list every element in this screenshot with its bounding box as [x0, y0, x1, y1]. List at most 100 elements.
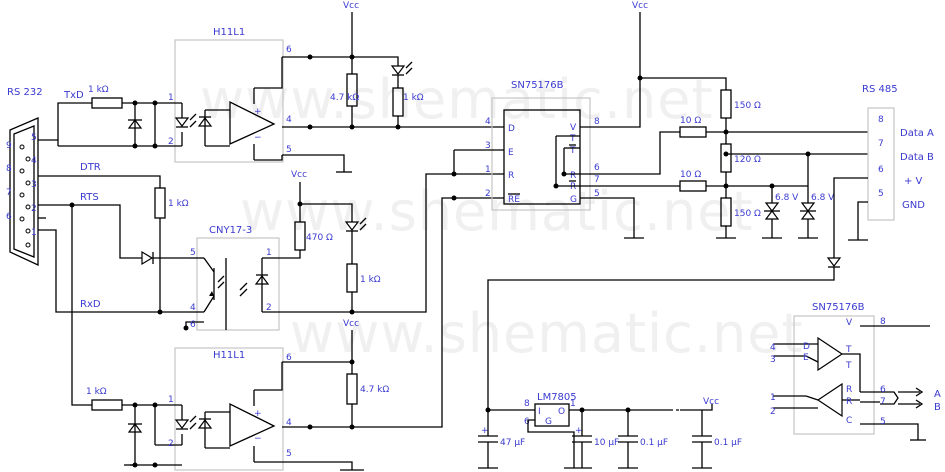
r-10-top-label: 10 Ω	[680, 116, 701, 126]
r-150-bot-label: 150 Ω	[734, 209, 761, 219]
r-1k-rxd-label: 1 kΩ	[86, 387, 107, 397]
h11l1-bot-pin6: 6	[286, 353, 292, 363]
sn-in-T: T	[569, 134, 576, 144]
small-pin8: 8	[880, 317, 886, 327]
bus-b-label: B	[934, 402, 941, 413]
h11l1-top-pin5: 5	[286, 145, 292, 155]
cny-pin6: 6	[190, 320, 196, 330]
lm-num-6: 6	[524, 417, 530, 427]
db9-pin-4: 4	[31, 156, 37, 166]
lm-pin-i: I	[538, 407, 541, 417]
db9-pin-5: 5	[31, 133, 37, 143]
bus-a-label: A	[934, 389, 941, 400]
sn-pin6: 6	[594, 163, 600, 173]
cap-10u-plus: +	[575, 426, 583, 436]
small-pin1: 1	[770, 393, 776, 403]
rs485-termination: 150 Ω 120 Ω 150 Ω 10 Ω 10 Ω 6.8 V 6.8 V	[640, 77, 868, 239]
lm-num-1: 1	[570, 399, 576, 409]
small-in-D: D	[803, 342, 810, 352]
r-150-top-label: 150 Ω	[734, 101, 761, 111]
vcc-label-1: Vcc	[343, 1, 359, 11]
top-output-section: Vcc 4.7 kΩ 1 kΩ	[282, 1, 498, 173]
rs485-data-a: Data A	[900, 128, 934, 139]
rs485-pin5: 5	[878, 189, 884, 199]
db9-pin-7: 7	[6, 188, 12, 198]
r-1k-led-label: 1 kΩ	[403, 93, 424, 103]
lm-pin-o: O	[558, 407, 565, 417]
gate-minus-top: −	[254, 133, 262, 143]
r-470-label: 470 Ω	[306, 233, 333, 243]
cap-47u-label: 47 µF	[500, 438, 525, 448]
sn-in-Tbar: T	[569, 146, 576, 156]
lm-pin-g: G	[545, 417, 552, 427]
r-4k7-bot-label: 4.7 kΩ	[360, 385, 389, 395]
sn-in-R2: R	[570, 171, 576, 181]
cap-10u-label: 10 µF	[594, 438, 619, 448]
db9-connector: RS 232 5 9 4 8 3 7 2 6 1	[6, 87, 43, 267]
sn-in-G: G	[570, 195, 577, 205]
sn-in-D: D	[508, 124, 515, 134]
rs485-pin6: 6	[878, 165, 884, 175]
watermark-1: www.shematic.net	[200, 68, 714, 131]
sn-in-E: E	[508, 148, 514, 158]
db9-pin-6: 6	[6, 212, 12, 222]
rs485-plus-v: + V	[904, 176, 923, 187]
small-in-T: T	[845, 345, 852, 355]
h11l1-top-pin2: 2	[168, 137, 174, 147]
rs485-gnd: GND	[902, 200, 925, 211]
small-in-C: C	[846, 416, 852, 426]
small-pin4: 4	[770, 343, 776, 353]
rs485-connector: RS 485 8 7 6 5 Data A Data B + V GND	[487, 84, 934, 410]
rs485-pin7: 7	[878, 139, 884, 149]
vcc-label-4: Vcc	[632, 1, 648, 11]
db9-pin-8: 8	[6, 164, 12, 174]
sn-pin8: 8	[594, 117, 600, 127]
sn-pin1: 1	[485, 165, 491, 175]
db9-pin-3: 3	[31, 180, 37, 190]
h11l1-bot-pin4: 4	[286, 418, 292, 428]
db9-pin-9: 9	[6, 141, 12, 151]
h11l1-bot-pin1: 1	[168, 395, 174, 405]
vcc-label-5: Vcc	[703, 397, 719, 407]
lm-num-8: 8	[524, 399, 530, 409]
h11l1-bot-label: H11L1	[213, 350, 245, 361]
r-1k-txd-label: 1 kΩ	[88, 85, 109, 95]
small-in-R: R	[846, 385, 852, 395]
rs232-label: RS 232	[7, 87, 43, 98]
h11l1-top-pin4: 4	[286, 115, 292, 125]
small-pin2: 2	[770, 407, 776, 417]
h11l1-top: H11L1 1 kΩ + − 1 2 6 4 5	[57, 27, 292, 163]
sn75176b-small: SN75176B 4 3 1 2 8 6 7 5 D E R R V C T T…	[770, 302, 941, 441]
sn-pin7: 7	[594, 175, 600, 185]
sn-pin2: 2	[485, 189, 491, 199]
txd-label: TxD	[63, 90, 84, 101]
cap-47u-plus: +	[481, 426, 489, 436]
r-1k-mid-label: 1 kΩ	[360, 275, 381, 285]
sn-in-R: R	[508, 171, 514, 181]
lm7805-label: LM7805	[537, 392, 577, 403]
sn-pin4: 4	[485, 117, 491, 127]
r-10-bot-label: 10 Ω	[680, 170, 701, 180]
h11l1-top-label: H11L1	[213, 27, 245, 38]
rts-label: RTS	[80, 192, 99, 203]
sn-pin5: 5	[594, 189, 600, 199]
cap-01u-2-label: 0.1 µF	[714, 438, 742, 448]
sn-in-V: V	[570, 123, 577, 133]
h11l1-bot-pin5: 5	[286, 449, 292, 459]
cny17-3: CNY17-3 1 kΩ 5 4 6 1 2	[141, 187, 296, 331]
db9-pin-2: 2	[31, 204, 37, 214]
sn75176b-main: SN75176B 4 3 1 2 D E R RE V T T R R G 8 …	[453, 12, 680, 239]
cny-pin4: 4	[190, 303, 196, 313]
small-in-E: E	[803, 353, 809, 363]
gate-minus-bot: −	[254, 434, 262, 444]
small-pin7: 7	[880, 397, 886, 407]
dtr-label: DTR	[80, 162, 101, 173]
h11l1-top-pin1: 1	[168, 93, 174, 103]
rxd-label: RxD	[80, 299, 101, 310]
small-pin3: 3	[770, 355, 776, 365]
small-in-Tbar: T	[845, 361, 852, 371]
sn-pin3: 3	[485, 141, 491, 151]
h11l1-bot-pin2: 2	[168, 439, 174, 449]
sn-main-label: SN75176B	[511, 80, 564, 91]
